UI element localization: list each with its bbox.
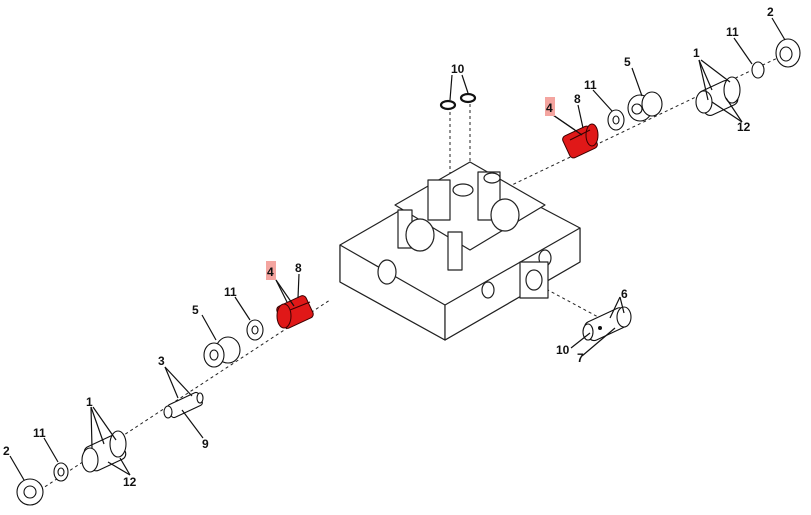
left-parts bbox=[16, 295, 314, 506]
callout-5-left: 5 bbox=[192, 303, 199, 317]
callout-4-left: 4 bbox=[267, 265, 274, 279]
leader-lines bbox=[9, 17, 786, 481]
seal-right bbox=[627, 91, 663, 122]
callout-10-bottom: 10 bbox=[556, 343, 570, 357]
callout-3: 3 bbox=[158, 354, 165, 368]
valve-assembly-left bbox=[163, 391, 204, 419]
manifold-body bbox=[339, 161, 581, 341]
valve-right bbox=[562, 123, 599, 159]
o-rings-top bbox=[439, 92, 477, 111]
callout-labels: 10 4 8 11 5 1 11 2 12 4 8 11 5 3 9 1 12 … bbox=[3, 5, 774, 489]
callout-1-right: 1 bbox=[693, 46, 700, 60]
callout-8-right: 8 bbox=[574, 92, 581, 106]
callout-11-right-top: 11 bbox=[726, 25, 739, 39]
unloader-assembly bbox=[582, 306, 632, 342]
callout-5-right: 5 bbox=[624, 55, 631, 69]
callout-12-right: 12 bbox=[737, 120, 751, 134]
callout-7: 7 bbox=[577, 351, 584, 365]
plug-left bbox=[81, 430, 127, 473]
right-parts bbox=[562, 38, 801, 159]
callout-4-right-highlight bbox=[545, 97, 555, 116]
callout-10-top: 10 bbox=[451, 62, 465, 76]
cap-left bbox=[16, 478, 44, 506]
callout-12-left: 12 bbox=[123, 475, 137, 489]
callout-6: 6 bbox=[621, 287, 628, 301]
callout-11-left-mid: 11 bbox=[224, 285, 237, 299]
callout-9: 9 bbox=[202, 437, 209, 451]
callout-4-right: 4 bbox=[546, 101, 553, 115]
callout-2-right: 2 bbox=[767, 5, 774, 19]
valve-left bbox=[276, 295, 314, 329]
callout-2-left: 2 bbox=[3, 444, 10, 458]
washer-right-top bbox=[751, 61, 765, 79]
assembly-axes bbox=[39, 51, 791, 491]
plug-right bbox=[695, 76, 741, 116]
callout-8-left: 8 bbox=[295, 261, 302, 275]
callout-4-left-highlight bbox=[266, 261, 276, 280]
callout-11-left-lower: 11 bbox=[33, 426, 46, 440]
seal-left bbox=[203, 336, 241, 368]
callout-1-left: 1 bbox=[86, 395, 93, 409]
callout-11-right-mid: 11 bbox=[584, 78, 597, 92]
cap-right bbox=[775, 38, 801, 68]
